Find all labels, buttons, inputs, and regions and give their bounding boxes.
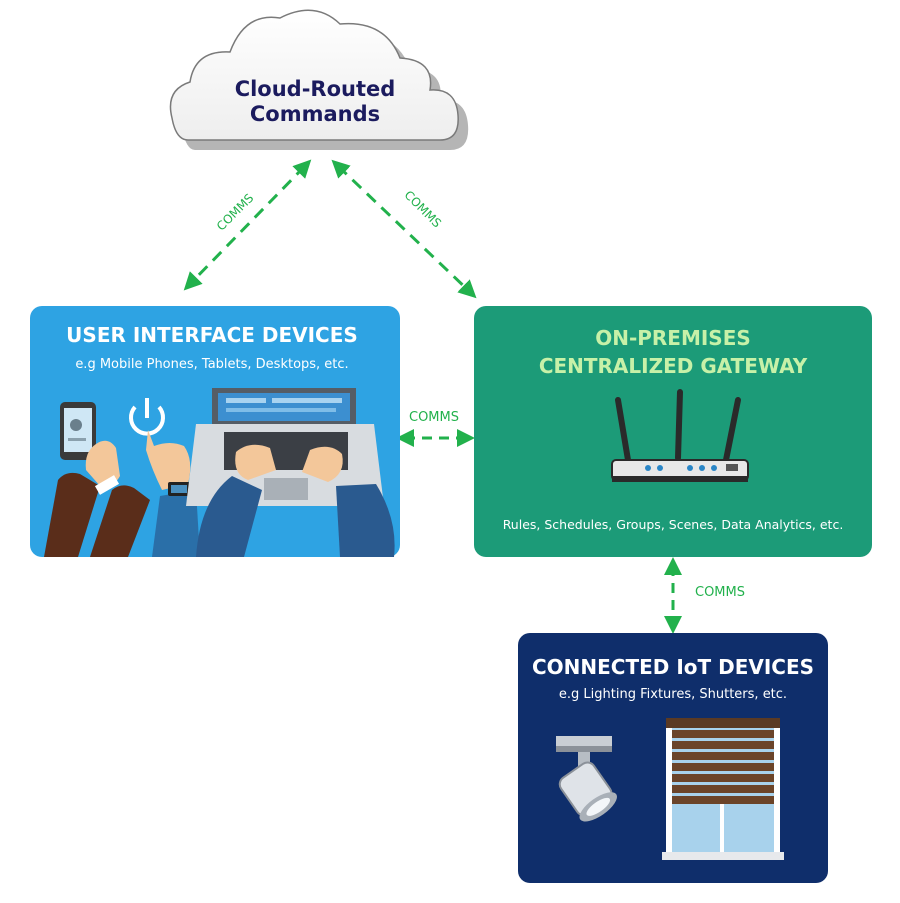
gateway-title-line1: ON-PREMISES [595, 326, 751, 350]
spotlight-icon [556, 736, 618, 822]
ui-subtitle: e.g Mobile Phones, Tablets, Desktops, et… [75, 357, 348, 372]
power-icon [129, 398, 200, 557]
label-cloud-ui: COMMS [214, 191, 257, 234]
ui-title: USER INTERFACE DEVICES [66, 323, 358, 347]
iot-devices-box: CONNECTED IoT DEVICES e.g Lighting Fixtu… [518, 633, 828, 883]
arrow-cloud-gateway [331, 159, 477, 299]
phone-icon [44, 402, 150, 557]
iot-subtitle: e.g Lighting Fixtures, Shutters, etc. [559, 687, 787, 702]
label-gateway-iot: COMMS [695, 585, 745, 600]
laptop-icon [186, 388, 395, 557]
arrow-cloud-ui [183, 159, 312, 291]
cloud-title-line1: Cloud-Routed [235, 77, 396, 101]
gateway-footer: Rules, Schedules, Groups, Scenes, Data A… [503, 517, 844, 532]
gateway-box: ON-PREMISES CENTRALIZED GATEWAY Rules, S… [474, 306, 872, 557]
label-ui-gateway: COMMS [409, 410, 459, 425]
window-blinds-icon [662, 718, 784, 860]
cloud-icon [169, 9, 469, 150]
smartwatch-icon [168, 482, 190, 496]
cloud-title-line2: Commands [250, 102, 380, 126]
cloud-node: Cloud-Routed Commands [169, 9, 469, 150]
router-icon [611, 389, 749, 482]
gateway-title-line2: CENTRALIZED GATEWAY [539, 354, 808, 378]
label-cloud-gateway: COMMS [402, 188, 445, 231]
user-interface-devices-box: USER INTERFACE DEVICES e.g Mobile Phones… [30, 306, 400, 557]
iot-title: CONNECTED IoT DEVICES [532, 655, 814, 679]
